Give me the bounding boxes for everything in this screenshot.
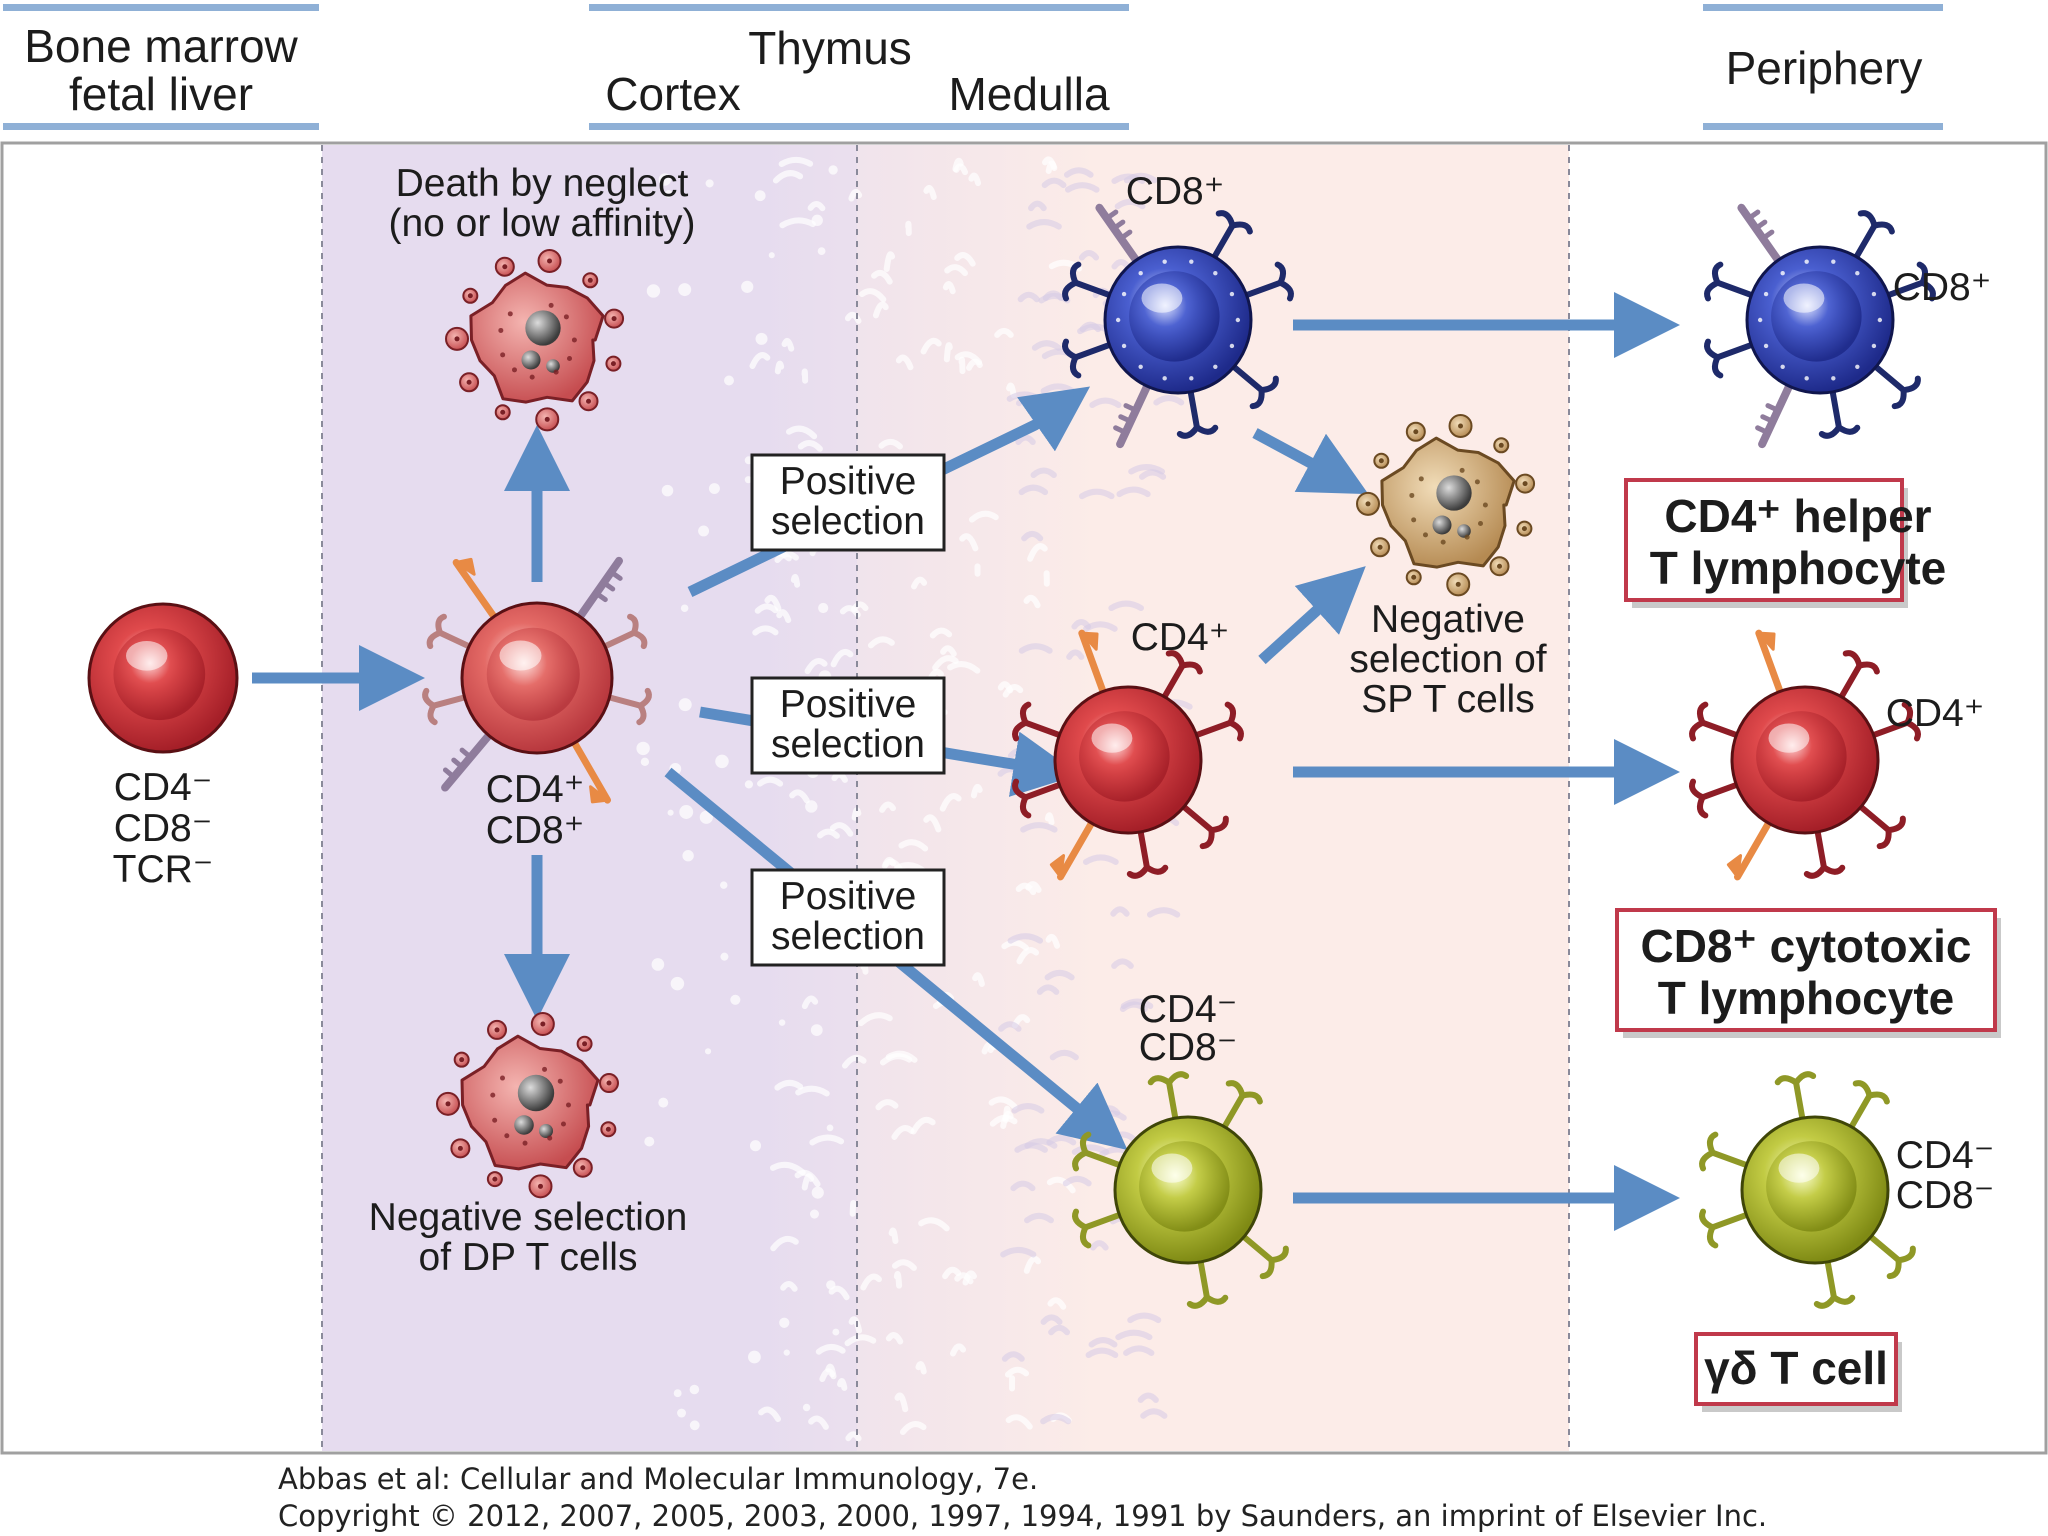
svg-text:Positive: Positive (780, 683, 917, 726)
positive-selection-box-3: Positive selection (750, 868, 946, 967)
death-by-neglect-sublabel: (no or low affinity) (388, 202, 695, 245)
periphery-cd4-label: CD4⁺ (1886, 692, 1985, 735)
cells-layer (87, 203, 1936, 1309)
negative-dp-label: Negative selection (369, 1196, 688, 1239)
periphery-dn-cd4-label: CD4⁻ (1896, 1134, 1995, 1177)
thymus-dn-cd4-label: CD4⁻ (1139, 988, 1238, 1031)
svg-text:γδ T cell: γδ T cell (1704, 1342, 1888, 1394)
header-medulla: Medulla (948, 68, 1110, 120)
progenitor-cd4-label: CD4⁻ (114, 766, 213, 809)
thymus-dn-cd8-label: CD8⁻ (1139, 1026, 1238, 1069)
gamma-delta-identity-box: γδ T cell (1694, 1332, 1902, 1412)
credit-line-2: Copyright © 2012, 2007, 2005, 2003, 2000… (278, 1499, 1767, 1533)
thymus-cd8-label: CD8⁺ (1126, 170, 1225, 213)
periphery-cd8-cell (1704, 203, 1936, 449)
periphery-cd4-cell (1689, 629, 1921, 881)
arrow-cd4-to-negative-sp (1258, 566, 1366, 665)
negative-sp-label-3: SP T cells (1361, 678, 1534, 721)
arrow-cd8-to-negative-sp (1252, 428, 1369, 495)
negative-dp-dying-cell (436, 1012, 620, 1199)
header-thymus: Thymus (748, 22, 912, 74)
svg-text:selection: selection (771, 915, 925, 958)
negative-sp-label-1: Negative (1371, 598, 1525, 641)
positive-selection-box-2: Positive selection (750, 676, 946, 775)
progenitor-cd8-label: CD8⁻ (114, 807, 213, 850)
negative-sp-dying-cell (1356, 413, 1536, 597)
svg-text:CD8⁺ cytotoxic: CD8⁺ cytotoxic (1640, 920, 1971, 972)
header-bars (3, 4, 1943, 130)
svg-text:CD4⁺ helper: CD4⁺ helper (1664, 490, 1931, 542)
header-bone-marrow: Bone marrow (24, 20, 298, 72)
double-positive-cell (422, 556, 652, 804)
svg-text:T lymphocyte: T lymphocyte (1650, 542, 1947, 594)
svg-text:T lymphocyte: T lymphocyte (1658, 972, 1955, 1024)
svg-text:Positive: Positive (780, 460, 917, 503)
periphery-cd8-label: CD8⁺ (1893, 266, 1992, 309)
progenitor-tcr-label: TCR⁻ (113, 848, 214, 891)
header-cortex: Cortex (605, 68, 740, 120)
thymus-cd4-label: CD4⁺ (1131, 616, 1230, 659)
negative-dp-sublabel: of DP T cells (419, 1236, 638, 1279)
svg-text:selection: selection (771, 723, 925, 766)
thymic-double-negative-cell (1072, 1071, 1289, 1309)
cytotoxic-identity-box: CD8⁺ cytotoxic T lymphocyte (1615, 908, 2001, 1038)
credit-line-1: Abbas et al: Cellular and Molecular Immu… (278, 1462, 1038, 1496)
header-periphery: Periphery (1726, 42, 1923, 94)
svg-text:Positive: Positive (780, 875, 917, 918)
negative-sp-label-2: selection of (1349, 638, 1546, 681)
svg-text:selection: selection (771, 500, 925, 543)
helper-identity-box: CD4⁺ helper T lymphocyte (1624, 478, 1947, 608)
thymic-cd8-cell (1062, 203, 1294, 449)
thymic-cd4-cell (1012, 629, 1244, 881)
periphery-dn-cd8-label: CD8⁻ (1896, 1174, 1995, 1217)
neglect-dying-cell (445, 248, 625, 432)
header-fetal-liver: fetal liver (69, 68, 253, 120)
cortex-medulla-transition (760, 145, 1100, 1451)
dp-cd4-label: CD4⁺ (486, 768, 585, 811)
positive-selection-box-1: Positive selection (750, 453, 946, 552)
periphery-gamma-delta-cell (1699, 1071, 1916, 1309)
death-by-neglect-label: Death by neglect (396, 162, 689, 205)
progenitor-cell (87, 602, 239, 754)
dp-cd8-label: CD8⁺ (486, 809, 585, 852)
